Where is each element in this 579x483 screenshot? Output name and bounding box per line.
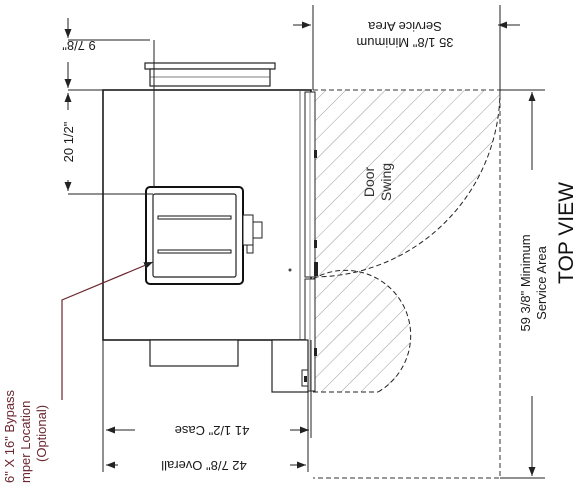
bottom-dimensions: [102, 340, 312, 472]
unit-case: [102, 89, 318, 392]
bypass-damper: [145, 186, 263, 285]
door-label: Door: [361, 166, 377, 197]
service-side-line1: 59 3/8" Minimum: [518, 234, 533, 331]
service-area: [313, 89, 501, 479]
callout-leader: [61, 261, 154, 400]
view-title: TOP VIEW: [555, 182, 578, 284]
callout-line1: 6" X 16" Bypass: [2, 389, 17, 483]
left-dimensions: [64, 18, 155, 195]
top-service-dimension: [293, 5, 520, 90]
side-service-dimension: [500, 89, 545, 479]
swing-label: Swing: [378, 163, 394, 201]
top-collar: [144, 62, 276, 87]
service-top-line1: 35 1/8" Minimum: [356, 35, 453, 50]
damper-offset-label: 20 1/2": [61, 121, 76, 162]
service-side-line2: Service Area: [534, 245, 549, 319]
service-top-line2: Service Area: [367, 19, 441, 34]
callout-line2: mper Location: [18, 401, 33, 483]
door-swing: [312, 89, 501, 393]
top-offset-label: 9 7/8": [62, 38, 96, 53]
overall-width-label: 42 7/8" Overall: [161, 458, 247, 473]
callout-line3: (Optional): [34, 405, 49, 462]
bottom-duct: [149, 339, 309, 393]
case-width-label: 41 1/2" Case: [175, 423, 250, 438]
